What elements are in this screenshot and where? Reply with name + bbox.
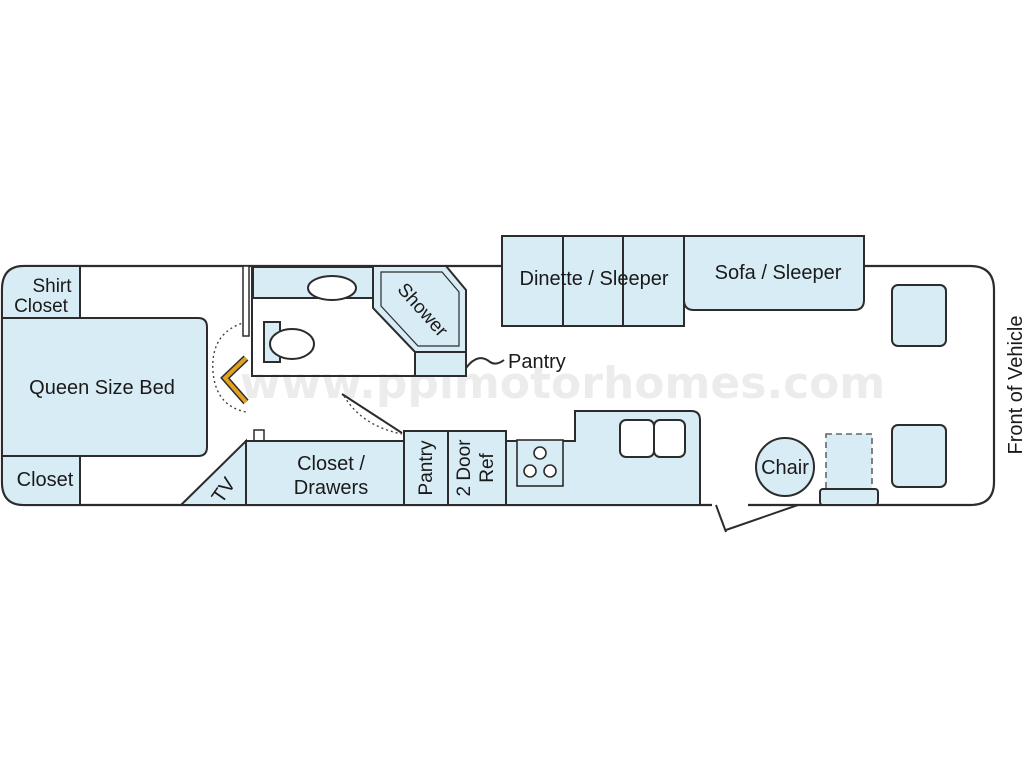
passenger-step xyxy=(819,433,879,506)
closet-drawers-label-2: Drawers xyxy=(294,477,368,499)
entry-door xyxy=(712,502,799,533)
shirt-closet: Shirt Closet xyxy=(1,265,81,319)
dinette-sleeper: Dinette / Sleeper xyxy=(501,235,685,327)
double-sink-icon xyxy=(619,419,686,458)
closet: Closet xyxy=(1,455,81,506)
bath-door xyxy=(341,393,403,434)
cab-seat-driver xyxy=(891,284,947,347)
cab-seat-passenger xyxy=(891,424,947,488)
bedroom-door xyxy=(212,321,249,413)
closet-drawers-label-1: Closet / xyxy=(297,453,365,475)
galley-counter xyxy=(505,410,701,506)
queen-bed-label: Queen Size Bed xyxy=(29,377,175,399)
tv-cabinet: TV xyxy=(178,438,247,507)
shirt-closet-label-2: Closet xyxy=(14,296,69,317)
chair-label: Chair xyxy=(761,457,809,479)
refrigerator-label-1: 2 Door xyxy=(454,439,475,497)
pantry-cabinet: Pantry xyxy=(403,430,449,506)
refrigerator-label-2: Ref xyxy=(477,453,498,483)
sofa-label: Sofa / Sleeper xyxy=(715,262,842,284)
refrigerator: 2 Door Ref xyxy=(447,430,507,506)
pantry-cabinet-label: Pantry xyxy=(416,440,437,495)
sofa-sleeper: Sofa / Sleeper xyxy=(683,235,865,311)
bedroom-wall-panel xyxy=(242,265,250,337)
closet-drawers: Closet / Drawers xyxy=(245,440,405,506)
bath-pantry: Pantry xyxy=(414,351,566,377)
dinette-label: Dinette / Sleeper xyxy=(520,268,669,290)
bath-door-swing xyxy=(343,395,403,435)
toilet-icon xyxy=(263,321,315,363)
sink-icon xyxy=(307,275,357,301)
closet-label: Closet xyxy=(17,469,74,491)
queen-bed: Queen Size Bed xyxy=(1,317,208,457)
chair: Chair xyxy=(755,437,815,497)
pantry-callout-label: Pantry xyxy=(508,351,566,373)
light-switch xyxy=(253,429,265,442)
front-of-vehicle-label: Front of Vehicle xyxy=(1005,316,1024,455)
shirt-closet-label-1: Shirt xyxy=(32,276,72,297)
